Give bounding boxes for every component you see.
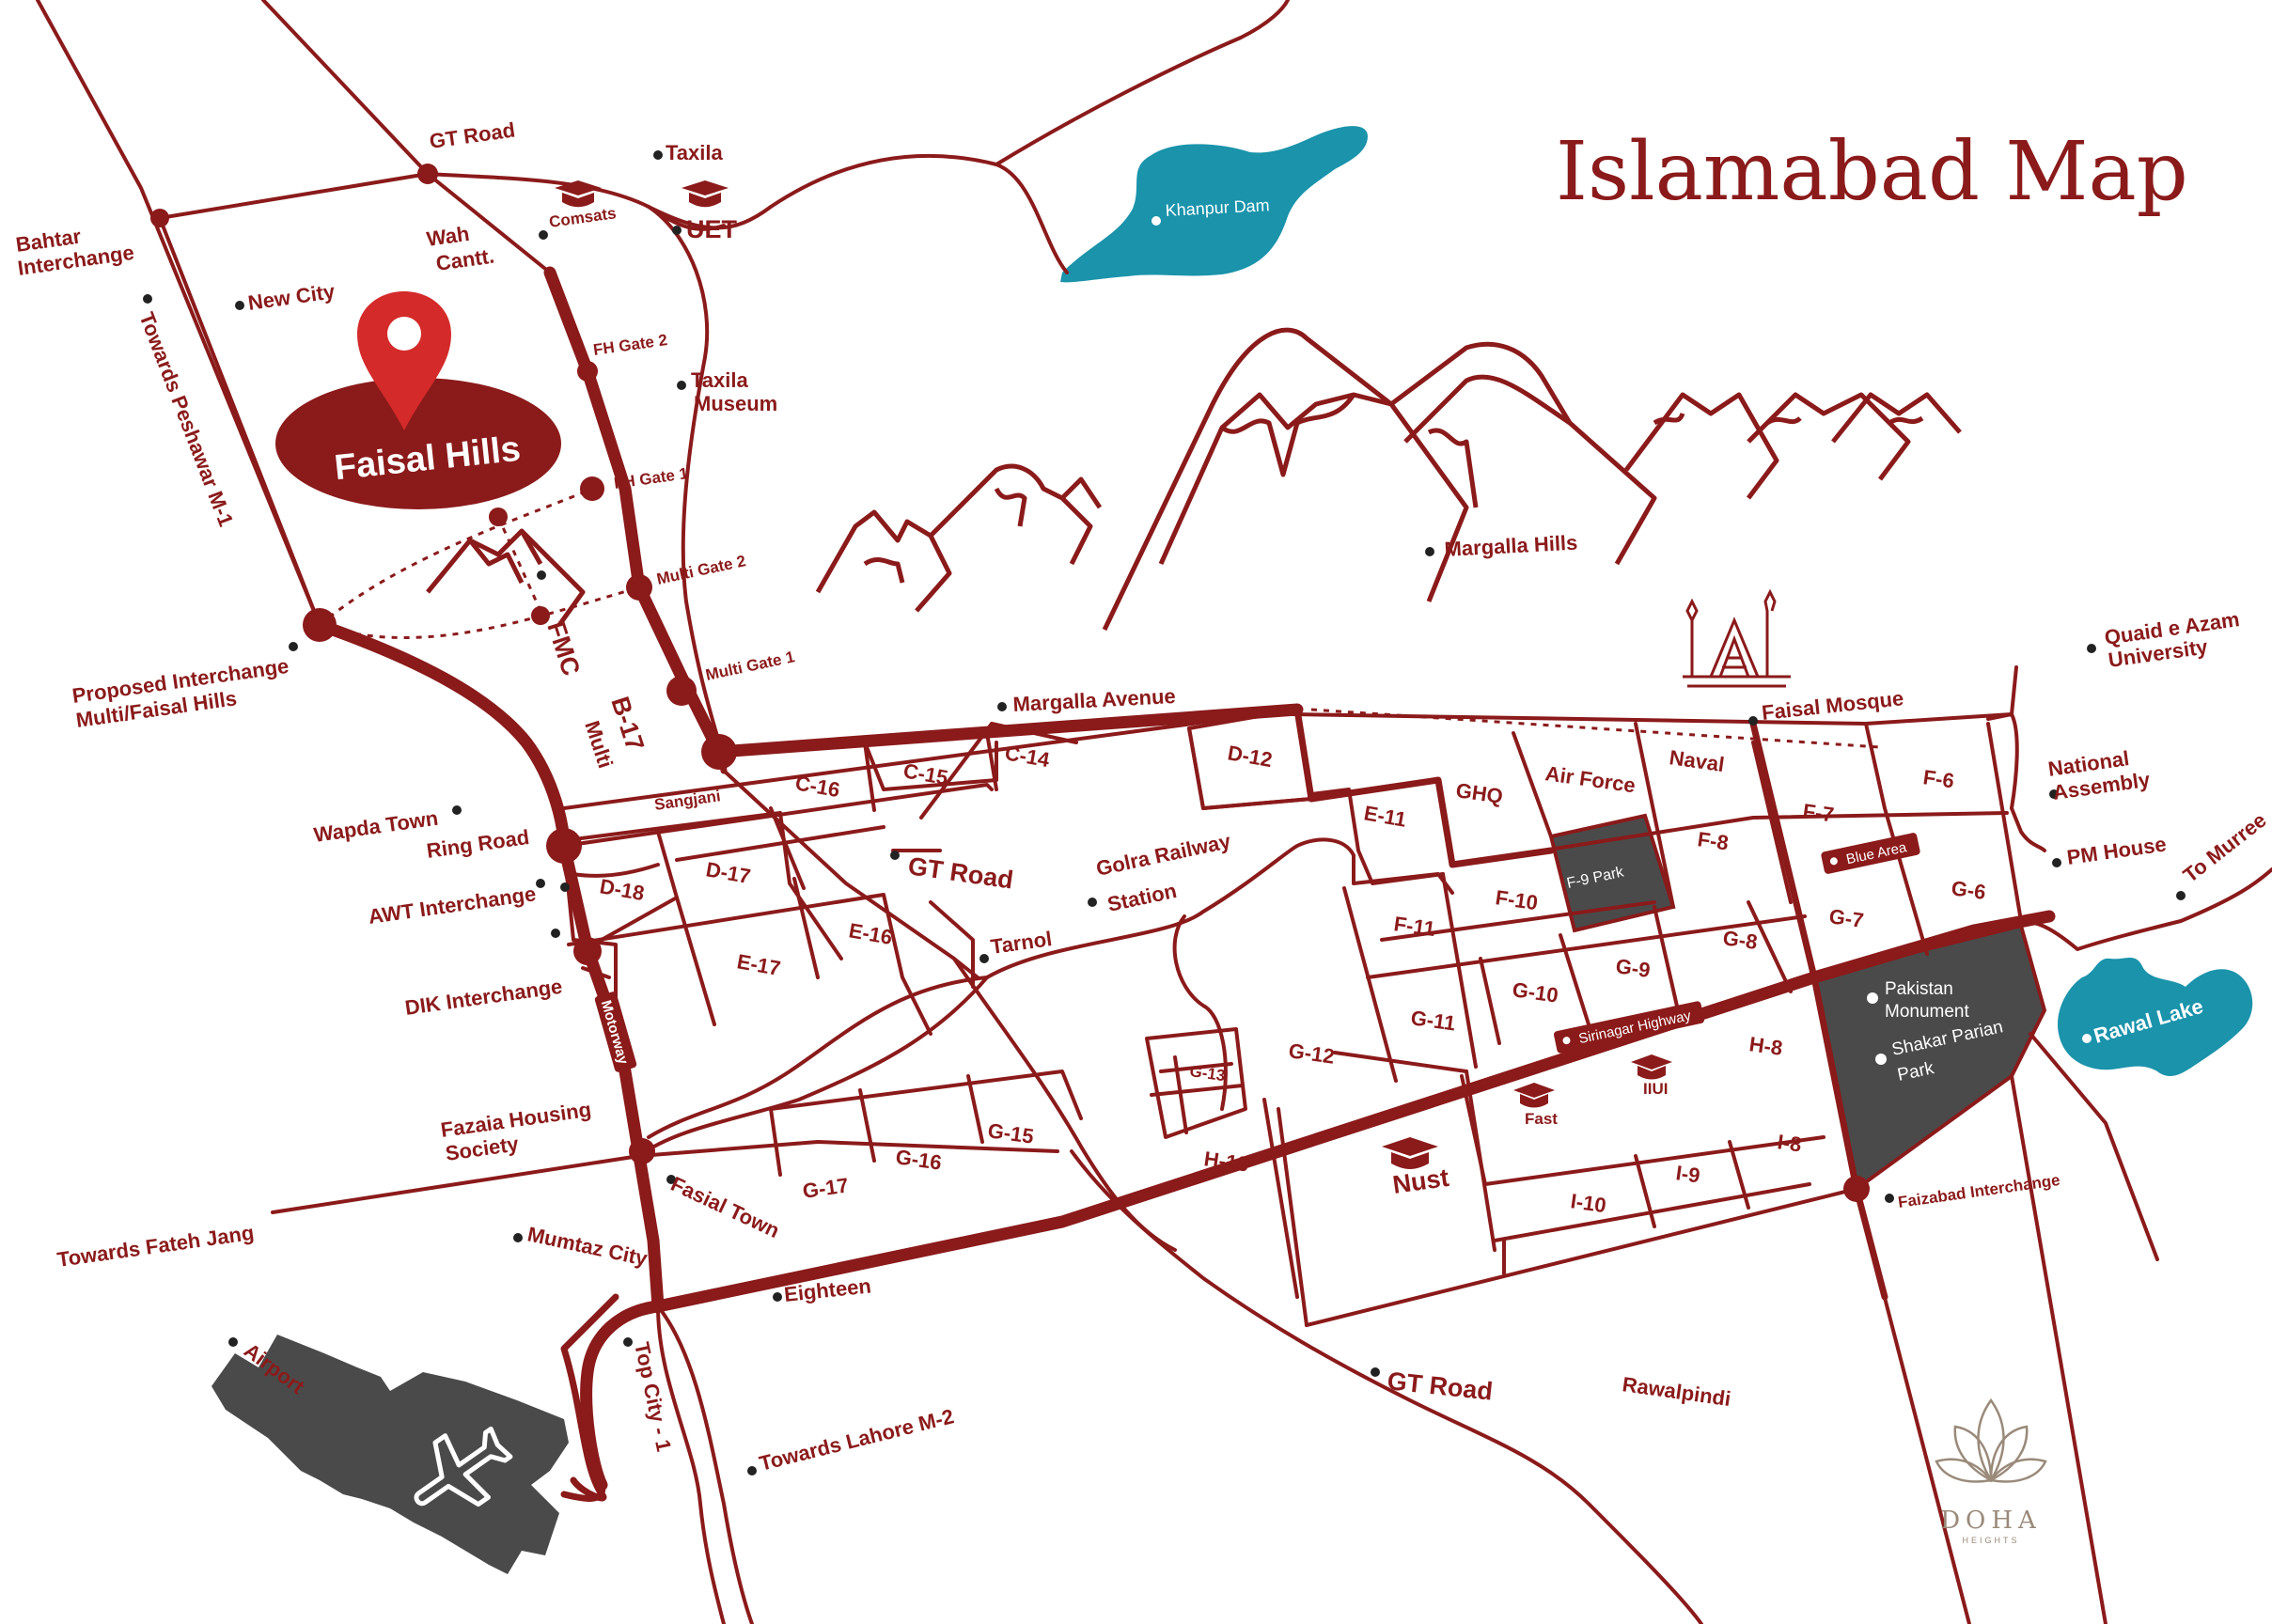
faisal-hills-marker[interactable] (275, 378, 561, 509)
margalla-hills-label: Margalla Hills (1444, 531, 1578, 561)
sector-c16: C-16 (793, 771, 841, 802)
khanpur-dam-water (1060, 126, 1368, 283)
sangjani-label: Sangjani (653, 787, 722, 814)
multi-gate1-label: Multi Gate 1 (704, 648, 796, 684)
multi-gate2-label: Multi Gate 2 (655, 552, 747, 588)
mumtaz-city-label: Mumtaz City (525, 1222, 650, 1271)
towards-peshawar-label: Towards Peshawar M-1 (134, 309, 238, 530)
sector-ghq: GHQ (1454, 778, 1504, 808)
rawal-lake-water (2058, 958, 2253, 1077)
gt-road-mid-label: GT Road (906, 851, 1015, 894)
golra-label-1: Golra Railway (1094, 829, 1233, 881)
fh-gate2-label: FH Gate 2 (592, 331, 668, 359)
margalla-mountains (426, 327, 1962, 632)
faizabad-label: Faizabad Interchange (1897, 1171, 2061, 1211)
gt-road-bottom-label: GT Road (1386, 1366, 1494, 1406)
sector-h8: H-8 (1747, 1032, 1784, 1060)
new-city-label: New City (246, 279, 337, 315)
sirinagar-highway-badge: Sirinagar Highway (1553, 1001, 1705, 1054)
wapda-town-label: Wapda Town (312, 806, 439, 847)
margalla-avenue-label: Margalla Avenue (1012, 684, 1176, 716)
multi-label: Multi (580, 718, 618, 772)
uet-label: UET (686, 215, 738, 243)
taxila-label: Taxila (666, 141, 724, 164)
sector-g17: G-17 (801, 1173, 850, 1203)
location-pin-icon[interactable] (357, 291, 451, 430)
sector-f7: F-7 (1801, 799, 1835, 826)
sector-g7: G-7 (1827, 904, 1865, 932)
sector-g9: G-9 (1614, 954, 1652, 982)
sector-air-force: Air Force (1543, 761, 1637, 797)
nust-label: Nust (1391, 1163, 1451, 1199)
sector-g16: G-16 (894, 1145, 943, 1175)
sector-e17: E-17 (735, 949, 782, 980)
fasial-town-label: Fasial Town (667, 1172, 783, 1242)
fast-label: Fast (1525, 1110, 1558, 1128)
wah-cantt-label-1: Wah (425, 222, 471, 251)
sector-f8: F-8 (1696, 827, 1730, 854)
doha-logo-name: DOHA (1940, 1507, 2042, 1535)
sector-f11: F-11 (1392, 912, 1436, 941)
junction-nodes (150, 164, 1870, 1202)
sector-i9: I-9 (1674, 1161, 1701, 1187)
map-title: Islamabad Map (1556, 125, 2188, 219)
sector-i10: I-10 (1569, 1189, 1607, 1217)
gt-road-top-label: GT Road (428, 117, 516, 153)
pm-house-label: PM House (2065, 832, 2168, 869)
to-murree-label: To Murree (2179, 808, 2271, 887)
sector-c14: C-14 (1003, 741, 1052, 772)
sector-g6: G-6 (1950, 876, 1987, 904)
rawalpindi-label: Rawalpindi (1621, 1372, 1731, 1411)
airport-link-road (560, 1481, 606, 1502)
pakistan-monument-label-2: Monument (1885, 1002, 1969, 1022)
sector-g10: G-10 (1511, 977, 1559, 1007)
top-city-label: Top City - 1 (630, 1340, 676, 1454)
sector-d18: D-18 (598, 874, 646, 905)
sector-g13: G-13 (1188, 1062, 1226, 1085)
place-labels: GT Road Taxila Comsats UET Wah Cantt. Ba… (14, 117, 2270, 1475)
comsats-label: Comsats (548, 204, 618, 231)
sector-e16: E-16 (847, 918, 894, 949)
doha-logo-sub: HEIGHTS (1962, 1536, 2019, 1545)
sector-f10: F-10 (1494, 885, 1539, 914)
awt-interchange-label: AWT Interchange (367, 882, 537, 929)
sector-i8: I-8 (1776, 1130, 1803, 1156)
fmc-label: FMC (541, 618, 586, 679)
taxila-museum-label-2: Museum (694, 392, 777, 415)
minor-roads (36, 0, 2272, 1624)
taxila-museum-label-1: Taxila (691, 368, 749, 392)
towards-fateh-jang-label: Towards Fateh Jang (55, 1221, 256, 1272)
faisal-mosque-label: Faisal Mosque (1761, 686, 1904, 725)
golra-label-2: Station (1105, 879, 1179, 916)
pakistan-monument-label-1: Pakistan (1885, 979, 1953, 999)
towards-lahore-label: Towards Lahore M-2 (757, 1404, 956, 1476)
sector-g12: G-12 (1287, 1038, 1336, 1069)
airport-area (212, 1335, 569, 1574)
motorway-badge: Motorway (594, 992, 637, 1072)
sector-naval: Naval (1668, 745, 1726, 776)
white-dots (1152, 216, 2092, 1065)
airplane-icon (414, 1426, 513, 1507)
sector-g11: G-11 (1409, 1006, 1457, 1035)
sector-g8: G-8 (1721, 926, 1759, 954)
sector-c15: C-15 (901, 758, 949, 789)
blue-area-badge: Blue Area (1821, 833, 1920, 874)
ring-road-label: Ring Road (425, 825, 530, 863)
place-dots (143, 150, 2186, 1476)
sector-g15: G-15 (986, 1118, 1035, 1148)
lotus-icon (1935, 1398, 2047, 1483)
dik-interchange-label: DIK Interchange (403, 975, 564, 1020)
faisal-mosque-icon (1683, 588, 1791, 688)
iiui-label: IIUI (1643, 1080, 1668, 1098)
sector-e11: E-11 (1362, 801, 1408, 831)
graduation-cap-icon (555, 180, 1672, 1169)
sector-f6: F-6 (1921, 765, 1955, 792)
sector-d12: D-12 (1226, 741, 1274, 772)
sector-d17: D-17 (704, 857, 752, 888)
